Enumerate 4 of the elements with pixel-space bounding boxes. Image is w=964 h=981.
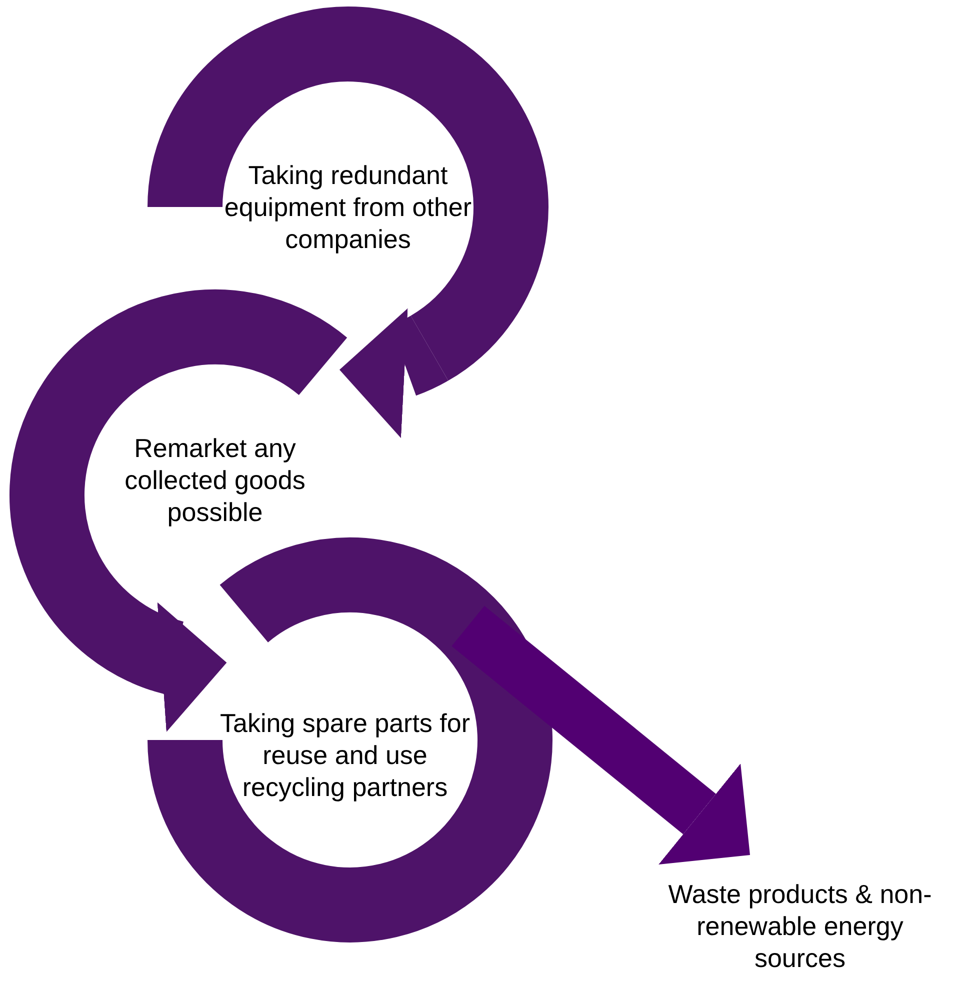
step-text: Remarket any collected goods possible bbox=[124, 432, 306, 528]
step-text: Taking spare parts for reuse and use recycling partners bbox=[218, 707, 471, 803]
step-text: Waste products & non-renewable energy sources bbox=[667, 878, 933, 974]
step-text: Taking redundant equipment from other companies bbox=[223, 159, 473, 255]
